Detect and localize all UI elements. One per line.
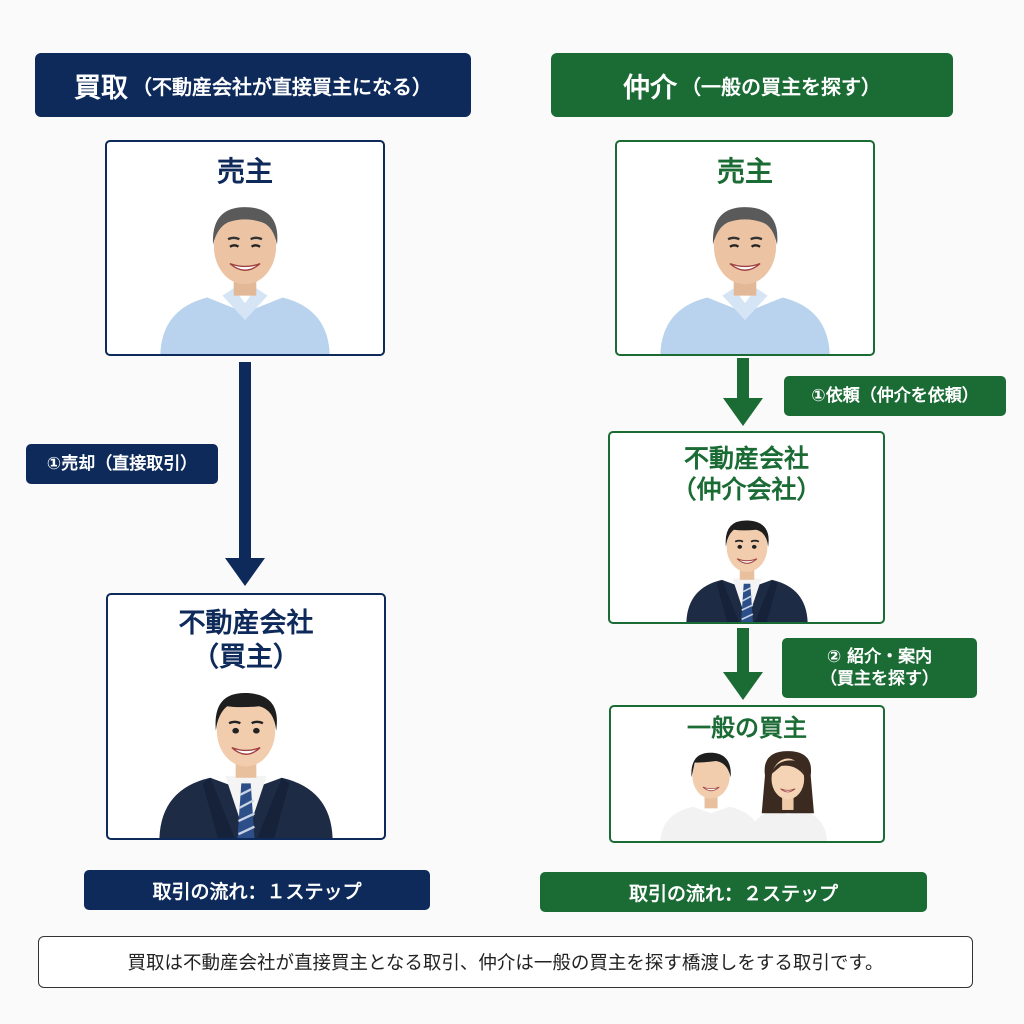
- right-intro-label-line2: （買主を探す）: [820, 669, 939, 689]
- left-company-buyer-card: 不動産会社 （買主）: [106, 593, 386, 840]
- right-intro-label-line1: ② 紹介・案内: [826, 646, 933, 667]
- left-header-title: 買取: [74, 72, 128, 104]
- left-header: 買取 （不動産会社が直接買主になる）: [35, 53, 471, 117]
- summary-box: 買取は不動産会社が直接買主となる取引、仲介は一般の買主を探す橋渡しをする取引です…: [38, 936, 973, 988]
- left-step-badge: 取引の流れ：１ステップ: [84, 870, 430, 910]
- right-seller-card: 売主: [615, 140, 875, 356]
- left-step-text: 取引の流れ：１ステップ: [152, 880, 362, 903]
- right-request-label: ①依頼（仲介を依頼）: [784, 376, 1006, 416]
- company-staff-photo: [146, 678, 346, 838]
- right-flow-arrow-2: [723, 628, 763, 700]
- right-agent-card: 不動産会社 （仲介会社）: [608, 431, 885, 624]
- left-sale-label-text: ①売却（直接取引）: [46, 453, 198, 474]
- left-sale-label: ①売却（直接取引）: [26, 444, 218, 484]
- right-request-label-text: ①依頼（仲介を依頼）: [811, 385, 979, 406]
- right-agent-title-line2: （仲介会社）: [671, 475, 822, 505]
- seller-photo: [645, 194, 845, 354]
- right-header: 仲介 （一般の買主を探す）: [551, 53, 953, 117]
- left-company-title-line1: 不動産会社: [178, 608, 314, 639]
- right-buyer-card: 一般の買主: [609, 705, 885, 843]
- right-header-subtitle: （一般の買主を探す）: [681, 74, 881, 99]
- right-seller-title: 売主: [716, 155, 773, 188]
- left-flow-arrow: [225, 362, 265, 586]
- left-seller-card: 売主: [105, 140, 385, 356]
- right-step-badge: 取引の流れ：２ステップ: [540, 872, 927, 912]
- right-agent-title: 不動産会社 （仲介会社）: [671, 443, 821, 506]
- seller-photo: [145, 194, 345, 354]
- right-buyer-title: 一般の買主: [687, 714, 807, 742]
- right-intro-label: ② 紹介・案内 （買主を探す）: [782, 638, 977, 698]
- agent-staff-photo: [677, 510, 817, 622]
- right-agent-title-line1: 不動産会社: [683, 444, 809, 473]
- left-header-subtitle: （不動産会社が直接買主になる）: [132, 74, 432, 99]
- left-company-title-line2: （買主）: [192, 641, 300, 673]
- summary-text: 買取は不動産会社が直接買主となる取引、仲介は一般の買主を探す橋渡しをする取引です…: [127, 953, 884, 974]
- right-flow-arrow-1: [723, 358, 763, 426]
- left-company-title: 不動産会社 （買主）: [179, 607, 314, 675]
- left-seller-title: 売主: [216, 155, 273, 188]
- couple-photo: [657, 743, 837, 841]
- right-step-text: 取引の流れ：２ステップ: [628, 882, 838, 905]
- right-header-title: 仲介: [623, 72, 677, 104]
